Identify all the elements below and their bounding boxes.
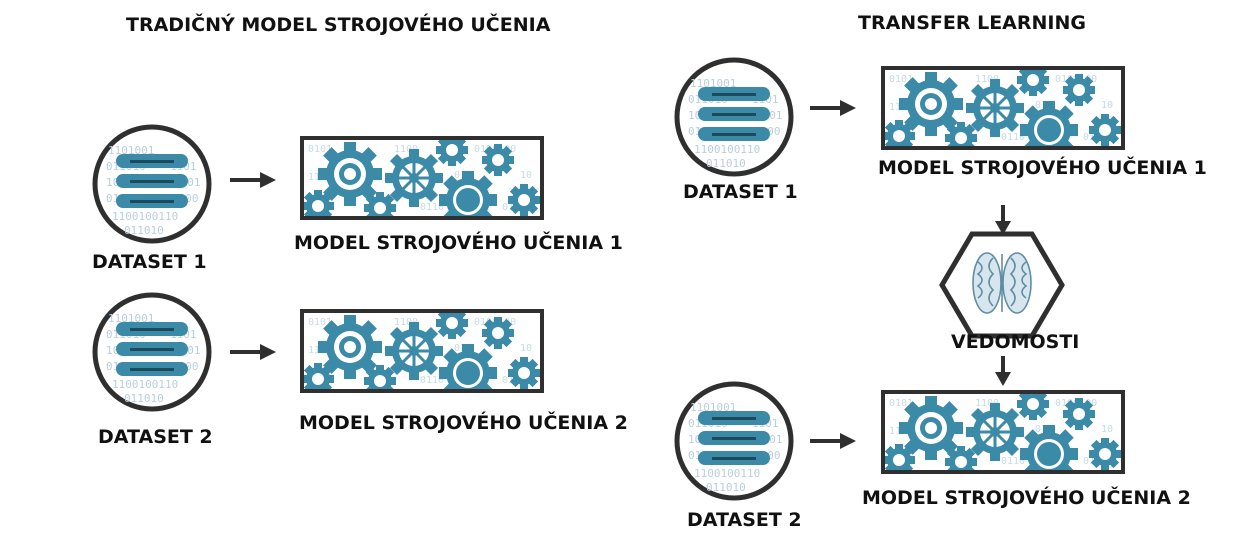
arrow-icon	[228, 342, 278, 362]
dataset2-database-icon	[95, 295, 209, 409]
transfer-title: TRANSFER LEARNING	[858, 12, 1086, 34]
arrow-icon	[808, 98, 858, 118]
model1-gears-icon	[302, 134, 542, 229]
model2-gears-icon	[302, 307, 542, 402]
transfer-dataset2-label: DATASET 2	[687, 509, 802, 531]
arrow-icon	[228, 170, 278, 190]
transfer-model1-label: MODEL STROJOVÉHO UČENIA 1	[878, 157, 1207, 179]
arrow-down-icon	[993, 354, 1013, 388]
tl-model1-gears-icon	[883, 64, 1123, 159]
transfer-dataset1-label: DATASET 1	[683, 181, 798, 203]
traditional-model1-label: MODEL STROJOVÉHO UČENIA 1	[294, 232, 623, 254]
traditional-dataset2-label: DATASET 2	[98, 426, 213, 448]
brain-icon	[939, 231, 1065, 339]
transfer-knowledge-label: VEDOMOSTI	[951, 331, 1080, 353]
tl-dataset1-database-icon	[677, 60, 791, 174]
arrow-icon	[808, 431, 858, 451]
arrow-down-icon	[993, 203, 1013, 237]
traditional-model2-label: MODEL STROJOVÉHO UČENIA 2	[299, 412, 628, 434]
tl-model2-gears-icon	[883, 388, 1123, 483]
traditional-dataset1-label: DATASET 1	[92, 251, 207, 273]
transfer-model2-label: MODEL STROJOVÉHO UČENIA 2	[862, 487, 1191, 509]
tl-dataset2-database-icon	[677, 384, 791, 498]
dataset1-database-icon	[95, 127, 209, 241]
traditional-title: TRADIČNÝ MODEL STROJOVÉHO UČENIA	[126, 14, 551, 36]
